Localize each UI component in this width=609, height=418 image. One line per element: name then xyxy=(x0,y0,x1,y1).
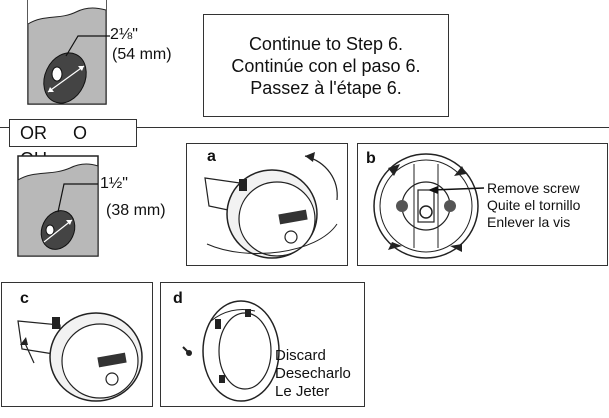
measurement-1-fraction: 2⅛" xyxy=(110,26,138,43)
mounting-plate-illustration xyxy=(373,153,485,259)
continue-line-es: Continúe con el paso 6. xyxy=(231,56,421,76)
deadbolt-remove-illustration xyxy=(17,312,143,402)
door-illustration-small xyxy=(17,155,99,257)
panel-b-line-fr: Enlever la vis xyxy=(487,214,571,230)
or-label-en: OR xyxy=(20,123,47,143)
measurement-1-metric: (54 mm) xyxy=(112,46,172,63)
discard-ring-illustration xyxy=(182,300,280,402)
panel-c-letter: c xyxy=(20,290,29,307)
step-panel-b: b Remove screw Quite el tornillo Enlever… xyxy=(357,143,608,266)
door-illustration-large xyxy=(27,0,110,105)
continue-step-box: Continue to Step 6. Continúe con el paso… xyxy=(203,14,449,117)
panel-b-letter: b xyxy=(366,150,376,167)
panel-d-letter: d xyxy=(173,290,183,307)
continue-line-en: Continue to Step 6. xyxy=(248,34,404,54)
door-bore-diagram-54mm xyxy=(0,0,200,110)
continue-line-fr: Passez à l'étape 6. xyxy=(250,78,402,98)
panel-b-line-es: Quite el tornillo xyxy=(487,197,581,213)
measurement-2-metric: (38 mm) xyxy=(106,202,166,219)
step-panel-a: a xyxy=(186,143,348,266)
deadbolt-rotate-illustration xyxy=(204,152,338,259)
or-label-es: O xyxy=(73,123,88,143)
door-bore-diagram-38mm xyxy=(0,150,200,260)
step-panel-d: d Discard Desecharlo Le Jeter xyxy=(160,282,365,407)
panel-d-line-es: Desecharlo xyxy=(275,365,351,382)
or-divider-box: OR O OU xyxy=(9,119,137,169)
panel-b-line-en: Remove screw xyxy=(487,180,580,196)
step-panel-c: c xyxy=(1,282,153,407)
panel-d-line-fr: Le Jeter xyxy=(275,383,330,400)
measurement-2-fraction: 1½" xyxy=(100,175,128,192)
panel-d-line-en: Discard xyxy=(275,347,326,364)
or-divider-line xyxy=(0,127,609,128)
panel-a-letter: a xyxy=(207,148,216,165)
